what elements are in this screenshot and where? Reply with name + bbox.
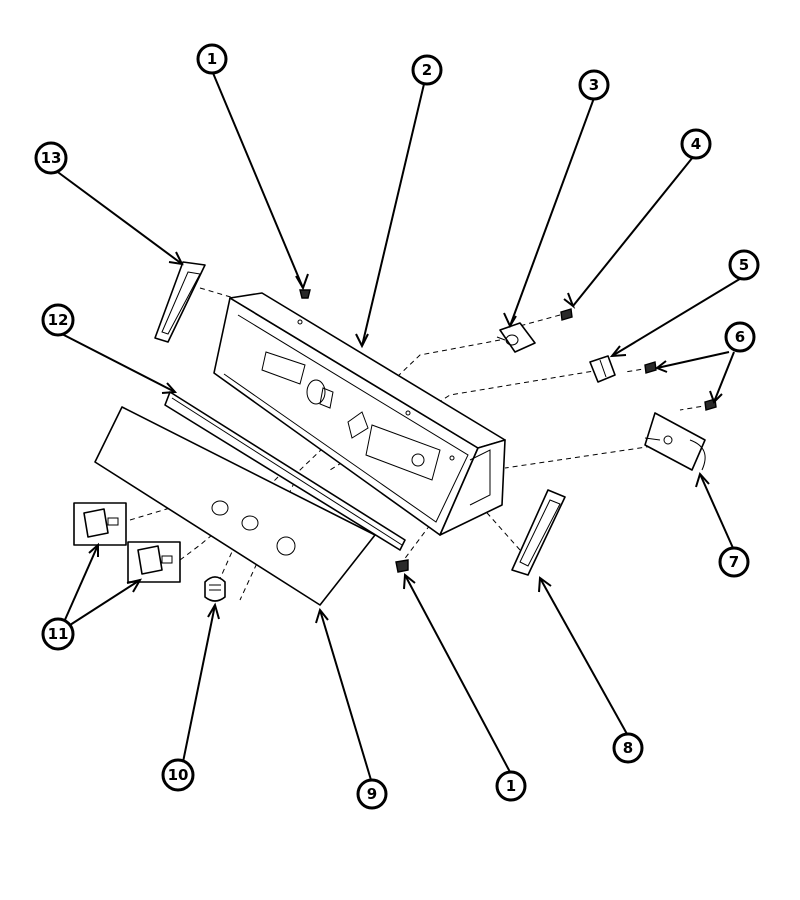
callout-6: 6 bbox=[724, 321, 756, 353]
switch-part bbox=[496, 322, 536, 353]
callout-1-bottom: 1 bbox=[495, 770, 527, 802]
control-panel-housing bbox=[213, 292, 506, 536]
callout-1-bottom-label: 1 bbox=[506, 777, 516, 795]
callout-5: 5 bbox=[728, 249, 760, 281]
callout-9: 9 bbox=[356, 778, 388, 810]
callout-8: 8 bbox=[612, 732, 644, 764]
callout-4: 4 bbox=[680, 128, 712, 160]
callout-3: 3 bbox=[578, 69, 610, 101]
callout-2-label: 2 bbox=[422, 61, 432, 79]
callout-10-label: 10 bbox=[168, 766, 189, 784]
leader-lines bbox=[54, 72, 744, 781]
callout-1-top: 1 bbox=[196, 43, 228, 75]
callout-6-label: 6 bbox=[735, 328, 745, 346]
callout-1-top-label: 1 bbox=[207, 50, 217, 68]
selector-part bbox=[589, 355, 616, 383]
callout-7-label: 7 bbox=[729, 553, 739, 571]
left-end-cap bbox=[154, 261, 206, 343]
right-end-cap bbox=[511, 489, 566, 576]
callout-13-label: 13 bbox=[41, 149, 62, 167]
callout-12: 12 bbox=[41, 303, 75, 337]
screw-part-4 bbox=[560, 308, 573, 321]
callout-11-label: 11 bbox=[48, 625, 69, 643]
callout-8-label: 8 bbox=[623, 739, 633, 757]
callout-10: 10 bbox=[161, 758, 195, 792]
knob-part bbox=[204, 576, 226, 602]
callout-11: 11 bbox=[41, 617, 75, 651]
timer-part bbox=[644, 412, 706, 471]
callout-2: 2 bbox=[411, 54, 443, 86]
callout-4-label: 4 bbox=[691, 135, 701, 153]
screws-part-6 bbox=[644, 361, 717, 411]
callout-13: 13 bbox=[34, 141, 68, 175]
callout-7: 7 bbox=[718, 546, 750, 578]
callout-3-label: 3 bbox=[589, 76, 599, 94]
callout-9-label: 9 bbox=[367, 785, 377, 803]
trim-strip bbox=[164, 391, 406, 551]
knob-set-part-11 bbox=[73, 502, 181, 583]
callout-5-label: 5 bbox=[739, 256, 749, 274]
face-panel-overlay bbox=[94, 406, 376, 606]
screws-part-1 bbox=[299, 289, 409, 573]
callout-12-label: 12 bbox=[48, 311, 69, 329]
